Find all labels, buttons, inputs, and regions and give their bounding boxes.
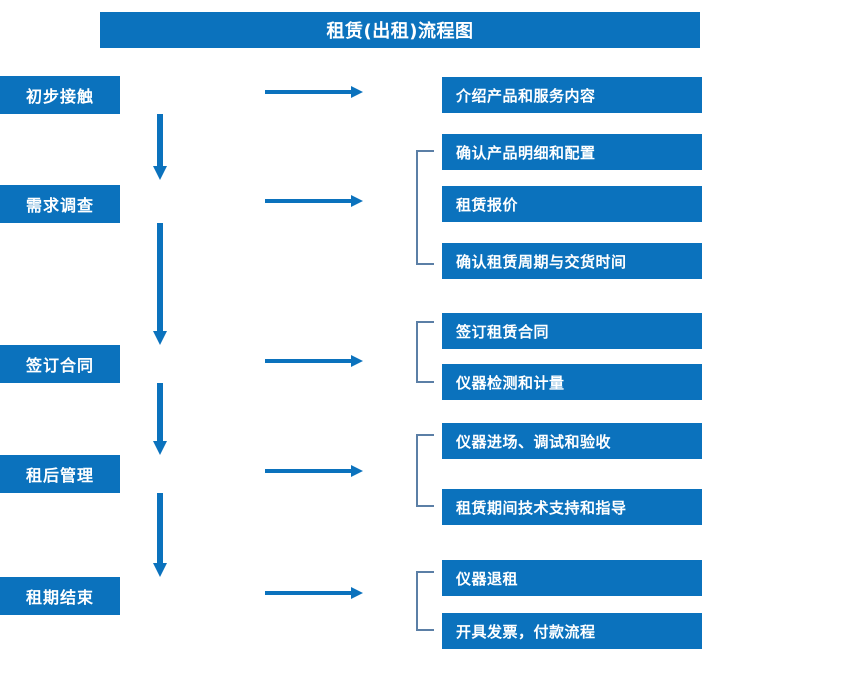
arrow-right-3 xyxy=(265,355,363,367)
detail-box-3-1[interactable]: 签订租赁合同 xyxy=(442,313,702,349)
detail-box-2-1[interactable]: 确认产品明细和配置 xyxy=(442,134,702,170)
stage-box-5[interactable]: 租期结束 xyxy=(0,577,120,615)
detail-box-2-3[interactable]: 确认租赁周期与交货时间 xyxy=(442,243,702,279)
arrow-down-3 xyxy=(153,383,167,455)
arrow-right-2 xyxy=(265,195,363,207)
arrow-right-4 xyxy=(265,465,363,477)
detail-box-2-2[interactable]: 租赁报价 xyxy=(442,186,702,222)
group-bracket-5 xyxy=(416,571,434,631)
arrow-right-5 xyxy=(265,587,363,599)
group-bracket-3 xyxy=(416,321,434,383)
group-bracket-4 xyxy=(416,434,434,507)
arrow-right-1 xyxy=(265,86,363,98)
stage-box-1[interactable]: 初步接触 xyxy=(0,76,120,114)
stage-box-3[interactable]: 签订合同 xyxy=(0,345,120,383)
arrow-down-1 xyxy=(153,114,167,180)
detail-box-5-1[interactable]: 仪器退租 xyxy=(442,560,702,596)
detail-box-4-1[interactable]: 仪器进场、调试和验收 xyxy=(442,423,702,459)
detail-box-3-2[interactable]: 仪器检测和计量 xyxy=(442,364,702,400)
arrow-down-2 xyxy=(153,223,167,345)
detail-box-4-2[interactable]: 租赁期间技术支持和指导 xyxy=(442,489,702,525)
stage-box-2[interactable]: 需求调查 xyxy=(0,185,120,223)
arrow-down-4 xyxy=(153,493,167,577)
detail-box-1-1[interactable]: 介绍产品和服务内容 xyxy=(442,77,702,113)
diagram-title: 租赁(出租)流程图 xyxy=(100,12,700,48)
group-bracket-2 xyxy=(416,150,434,265)
detail-box-5-2[interactable]: 开具发票，付款流程 xyxy=(442,613,702,649)
stage-box-4[interactable]: 租后管理 xyxy=(0,455,120,493)
